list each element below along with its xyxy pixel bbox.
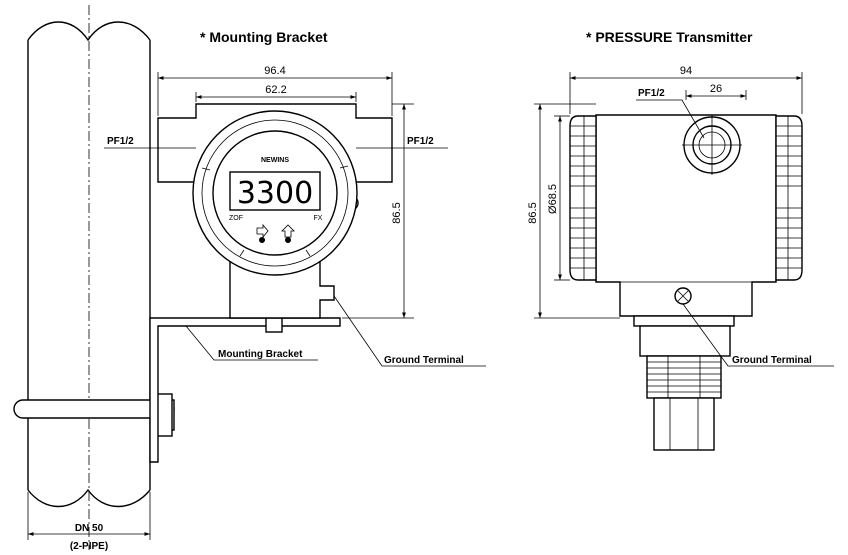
dim-diameter: Ø68.5 (547, 115, 570, 281)
key-button-left (259, 237, 265, 243)
transmitter-view-title: * PRESSURE Transmitter (586, 29, 753, 45)
dim-height-bracket-text: 86.5 (391, 202, 403, 223)
dim-height-transmitter: 86.5 (527, 103, 620, 319)
pipe-size-label: DN 50 (75, 523, 104, 534)
lcd-display: NEWINS 3300 (229, 157, 321, 211)
keypad: ZOF FX (229, 215, 323, 243)
port-left-label: PF1/2 (107, 136, 134, 147)
up-arrow-key-icon (281, 224, 295, 238)
dim-inner-width: 62.2 (195, 84, 357, 102)
key-fix-label: FX (314, 215, 323, 222)
right-arrow-key-icon (256, 223, 269, 239)
port-right-label: PF1/2 (407, 136, 434, 147)
dim-inner-width-text: 62.2 (265, 84, 286, 96)
bracket-view-title: * Mounting Bracket (200, 29, 328, 45)
key-zero-label: ZOF (229, 215, 243, 222)
transmitter-housing-front (157, 103, 393, 319)
housing-cap-left (569, 115, 597, 281)
port-callout-transmitter: PF1/2 (636, 88, 705, 139)
dim-pipe-size: DN 50 (2-PIPE) (27, 492, 151, 552)
dim-port-offset: 26 (685, 83, 747, 100)
display-readout: 3300 (237, 176, 313, 211)
port-right-callout: PF1/2 (356, 136, 448, 149)
housing-cap-right (775, 115, 803, 281)
dim-overall-width: 96.4 (157, 65, 393, 116)
port-left-callout: PF1/2 (104, 136, 196, 149)
ground-screw-icon (674, 287, 692, 305)
port-transmitter-label: PF1/2 (638, 88, 665, 99)
mounting-bracket-callout: Mounting Bracket (185, 325, 318, 361)
pipe-note-label: (2-PIPE) (70, 541, 108, 552)
pipe (27, 5, 151, 550)
key-button-right (285, 237, 291, 243)
dim-width-transmitter-text: 94 (680, 65, 692, 77)
dim-width-transmitter: 94 (569, 65, 803, 114)
ground-terminal-callout-left: Ground Terminal (333, 295, 486, 367)
brand-logo: NEWINS (261, 157, 289, 164)
mounting-bracket (149, 317, 341, 463)
dim-diameter-text: Ø68.5 (547, 184, 559, 214)
dim-overall-width-text: 96.4 (264, 65, 285, 77)
dim-height-bracket: 86.5 (342, 103, 414, 319)
ground-terminal-label-left: Ground Terminal (384, 355, 464, 366)
dim-port-offset-text: 26 (710, 83, 722, 95)
dim-height-transmitter-text: 86.5 (527, 202, 539, 223)
ground-terminal-callout-right: Ground Terminal (682, 303, 834, 367)
conduit-port (682, 115, 742, 175)
ground-terminal-label-right: Ground Terminal (732, 355, 812, 366)
mounting-bracket-label: Mounting Bracket (218, 349, 303, 360)
pressure-fitting (633, 315, 735, 451)
